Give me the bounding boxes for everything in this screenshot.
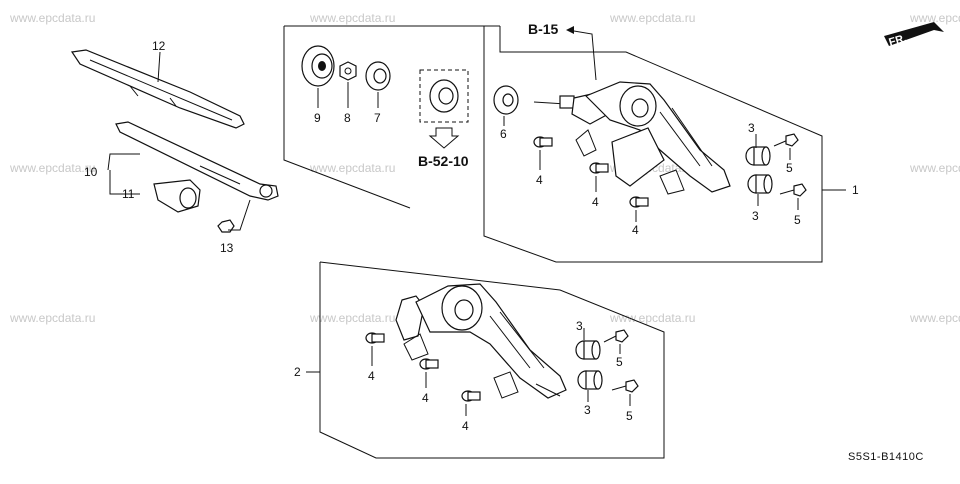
rubber-mount — [747, 174, 773, 194]
watermark: www.epcdata.ru — [309, 311, 395, 325]
link-assembly-outline — [319, 261, 665, 459]
callout-7: 7 — [374, 111, 381, 125]
arm-nut — [217, 219, 235, 233]
callout-5: 5 — [794, 213, 801, 227]
bushing — [533, 136, 553, 148]
down-arrow-icon — [428, 127, 460, 149]
reference-b-15: B-15 — [528, 21, 559, 37]
leader-line — [107, 153, 140, 171]
wiper-link-assembly — [395, 283, 567, 399]
bushing — [629, 196, 649, 208]
wiper-blade — [70, 49, 245, 129]
callout-12: 12 — [152, 39, 166, 53]
callout-8: 8 — [344, 111, 351, 125]
watermark: www.epcdata.ru — [9, 311, 95, 325]
reference-part-grommet — [429, 79, 459, 113]
leader-line — [109, 170, 140, 195]
watermark: www.epcdata.ru — [609, 311, 695, 325]
flange-bolt — [779, 183, 807, 197]
bushing — [589, 162, 609, 174]
rubber-mount — [577, 370, 603, 390]
watermark: www.epcdata.ru — [909, 11, 960, 25]
front-direction-badge: FR. — [884, 22, 944, 49]
callout-5: 5 — [616, 355, 623, 369]
callout-4: 4 — [422, 391, 429, 405]
callout-4: 4 — [462, 419, 469, 433]
cap-nut — [339, 61, 357, 81]
arm-cover-cap — [153, 179, 201, 213]
arrow-head-icon — [566, 26, 574, 34]
watermark: www.epcdata.ru — [9, 11, 95, 25]
reference-b-52-10: B-52-10 — [418, 153, 469, 169]
callout-1: 1 — [852, 183, 859, 197]
washer — [493, 85, 519, 115]
leader-line — [157, 51, 161, 83]
callout-13: 13 — [220, 241, 234, 255]
callout-10: 10 — [84, 165, 98, 179]
bushing — [365, 332, 385, 344]
callout-5: 5 — [626, 409, 633, 423]
rubber-mount — [575, 340, 601, 360]
rubber-mount — [745, 146, 771, 166]
watermark: www.epcdata.ru — [309, 161, 395, 175]
flange-bolt — [603, 329, 629, 343]
diagram-code: S5S1-B1410C — [848, 451, 924, 463]
grommet — [301, 45, 335, 87]
callout-4: 4 — [592, 195, 599, 209]
wiper-motor-upper — [533, 81, 731, 195]
leader-line — [567, 29, 597, 81]
callout-4: 4 — [632, 223, 639, 237]
callout-4: 4 — [536, 173, 543, 187]
callout-5: 5 — [786, 161, 793, 175]
callout-3: 3 — [748, 121, 755, 135]
watermark: www.epcdata.ru — [309, 11, 395, 25]
bushing — [419, 358, 439, 370]
watermark: www.epcdata.ru — [9, 161, 95, 175]
callout-11: 11 — [122, 187, 135, 201]
seal-group-outline — [283, 26, 411, 209]
seal-ring — [365, 61, 391, 91]
callout-2: 2 — [294, 365, 301, 379]
bushing — [461, 390, 481, 402]
callout-3: 3 — [576, 319, 583, 333]
callout-6: 6 — [500, 127, 507, 141]
callout-9: 9 — [314, 111, 321, 125]
watermark: www.epcdata.ru — [909, 161, 960, 175]
flange-bolt — [611, 379, 639, 393]
leader-line — [228, 199, 251, 231]
motor-assembly-outline — [483, 26, 823, 263]
callout-3: 3 — [752, 209, 759, 223]
wiper-arm — [115, 121, 279, 201]
callout-3: 3 — [584, 403, 591, 417]
watermark: www.epcdata.ru — [609, 11, 695, 25]
watermark: www.epcdata.ru — [909, 311, 960, 325]
flange-bolt — [773, 133, 799, 147]
reference-part-box — [419, 69, 469, 123]
front-direction-label: FR. — [888, 32, 908, 48]
callout-4: 4 — [368, 369, 375, 383]
